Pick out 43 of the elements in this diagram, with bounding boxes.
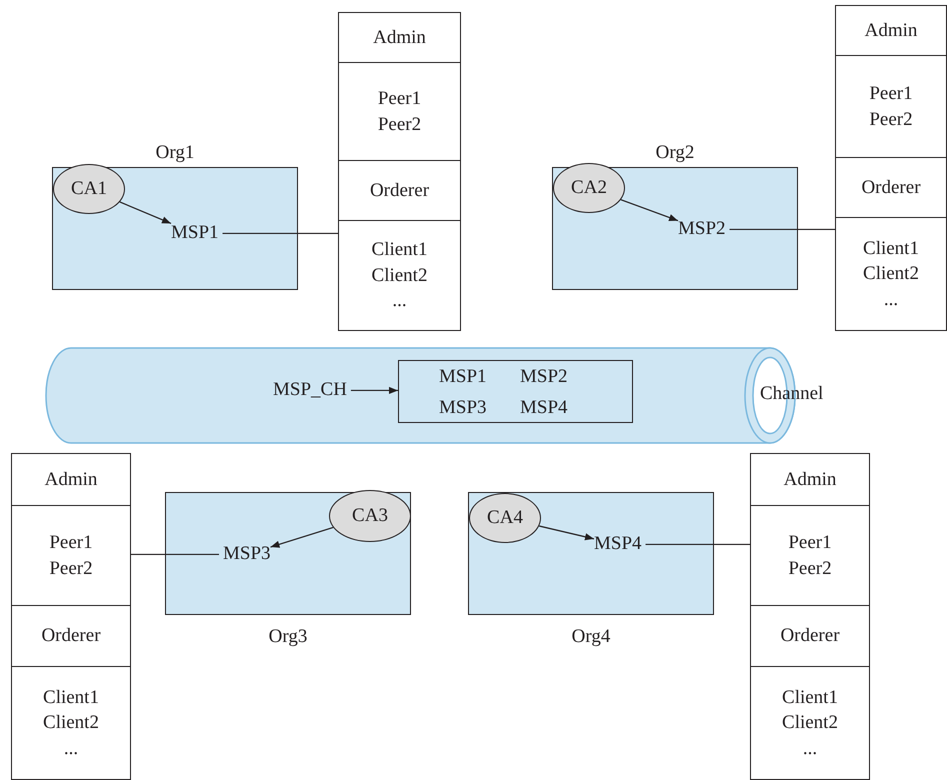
msp-item: MSP4	[520, 397, 568, 419]
org-title: Org2	[654, 142, 696, 164]
msp-label: MSP2	[678, 219, 726, 240]
connector-line	[131, 554, 219, 556]
arrow	[538, 525, 594, 540]
table-cell: Admin	[11, 453, 131, 506]
authority-ellipse: CA2	[553, 163, 625, 213]
org-title: Org4	[570, 626, 612, 648]
msp-label: MSP3	[223, 544, 271, 565]
org-title: Org3	[268, 626, 308, 648]
authority-ellipse: CA4	[469, 493, 541, 543]
msp-label: MSP1	[171, 223, 219, 244]
table-cell: Orderer	[11, 605, 131, 667]
msp-item: MSP2	[520, 366, 568, 388]
msp-item: MSP1	[439, 366, 487, 388]
table-cell: Orderer	[338, 160, 461, 221]
connector-line	[646, 544, 750, 546]
table-cell: Client1 Client2 ...	[338, 220, 461, 331]
table-cell: Admin	[835, 5, 947, 56]
table-cell: Admin	[750, 453, 870, 506]
table-cell: Peer1 Peer2	[338, 62, 461, 161]
msp-list-box	[398, 360, 633, 423]
table-cell: Client1 Client2 ...	[11, 666, 131, 780]
table-cell: Client1 Client2 ...	[835, 217, 947, 331]
msp-label: MSP4	[594, 534, 642, 555]
org-title: Org1	[154, 142, 196, 164]
table-cell: Peer1 Peer2	[11, 505, 131, 606]
connector-line	[730, 228, 835, 230]
arrow	[350, 386, 398, 394]
table-cell: Client1 Client2 ...	[750, 666, 870, 780]
msp-label: MSP_CH	[273, 380, 347, 401]
arrow	[270, 526, 334, 548]
table-cell: Orderer	[750, 605, 870, 667]
table-cell: Peer1 Peer2	[835, 55, 947, 158]
table-cell: Orderer	[835, 157, 947, 218]
connector-line	[222, 232, 338, 234]
authority-ellipse: CA1	[53, 164, 125, 214]
arrow	[620, 199, 678, 222]
msp-item: MSP3	[439, 397, 487, 419]
authority-ellipse: CA3	[329, 490, 411, 542]
table-cell: Admin	[338, 12, 461, 63]
table-cell: Peer1 Peer2	[750, 505, 870, 606]
arrow	[120, 201, 172, 224]
